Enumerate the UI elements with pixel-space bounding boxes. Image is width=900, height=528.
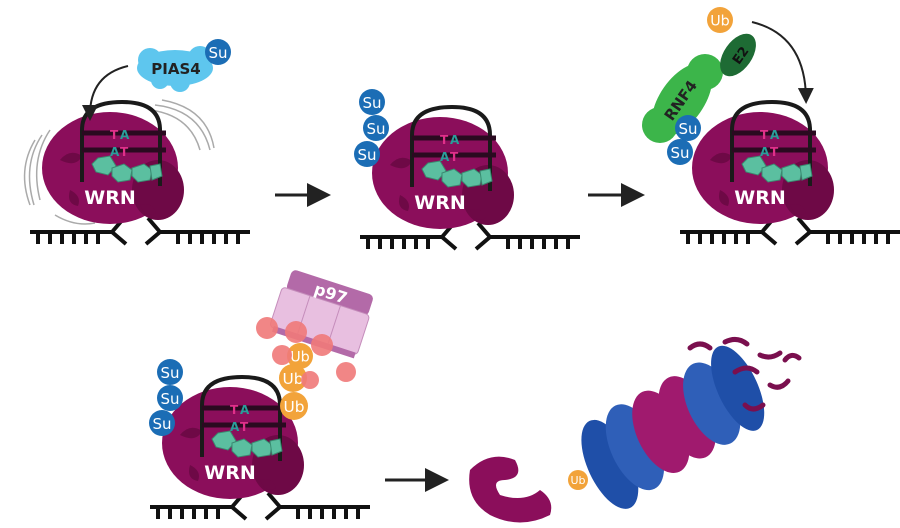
recruit-arrow — [82, 65, 129, 121]
wrn-complex-2: T A A T WRN — [360, 104, 580, 251]
rnf4-cloud — [642, 54, 723, 143]
svg-text:Ub: Ub — [570, 474, 585, 487]
base-a: A — [230, 420, 240, 434]
base-t: T — [440, 133, 449, 147]
sumo: Su — [157, 359, 183, 385]
wrn-complex-1: T A A T WRN — [30, 99, 250, 246]
svg-text:Su: Su — [160, 364, 179, 382]
base-t: T — [450, 150, 459, 164]
sumo: Su — [359, 89, 385, 115]
sumo: Su — [354, 141, 380, 167]
base-t: T — [240, 420, 249, 434]
dna-hairpin — [730, 99, 812, 186]
ubiquitin: Ub — [568, 470, 588, 490]
ubiquitin: Ub — [287, 343, 313, 369]
svg-text:Ub: Ub — [290, 349, 310, 365]
ubiquitin: Ub — [279, 364, 307, 392]
base-a: A — [440, 150, 450, 164]
sumo: Su — [675, 115, 701, 141]
svg-text:Su: Su — [208, 44, 227, 62]
dna-hairpin — [200, 374, 282, 461]
sumo: Su — [667, 139, 693, 165]
helicase-domain — [211, 430, 283, 458]
e2-cloud — [720, 33, 756, 77]
wrn-complex-4: T A A T WRN — [150, 374, 370, 521]
dna-strands — [680, 216, 900, 246]
svg-text:Su: Su — [160, 390, 179, 408]
base-a: A — [450, 133, 460, 147]
wrn-label: WRN — [414, 192, 466, 214]
dna-strands — [150, 491, 370, 521]
dna-strands — [30, 216, 250, 246]
svg-text:Su: Su — [366, 120, 385, 138]
svg-text:Ub: Ub — [282, 370, 303, 388]
svg-text:Su: Su — [152, 415, 171, 433]
helicase-domain — [421, 160, 493, 188]
svg-text:Su: Su — [678, 120, 697, 138]
base-a: A — [240, 403, 250, 417]
base-t: T — [120, 145, 129, 159]
pias4-label: PIAS4 — [151, 60, 200, 78]
sumo: Su — [149, 410, 175, 436]
base-t: T — [770, 145, 779, 159]
helicase-domain — [741, 155, 813, 183]
sumo: Su — [205, 39, 231, 65]
wrn-complex-3: T A A T WRN — [680, 99, 900, 246]
sumo: Su — [157, 385, 183, 411]
base-a: A — [110, 145, 120, 159]
dna-strands — [360, 221, 580, 251]
helicase-domain — [91, 155, 163, 183]
sumo: Su — [363, 115, 389, 141]
svg-text:Su: Su — [670, 144, 689, 162]
base-t: T — [760, 128, 769, 142]
svg-text:Su: Su — [357, 146, 376, 164]
wrn-label: WRN — [84, 187, 136, 209]
svg-text:Su: Su — [362, 94, 381, 112]
base-a: A — [760, 145, 770, 159]
destabilization-lines — [23, 99, 215, 225]
p97-cofactors — [256, 317, 356, 389]
base-t: T — [110, 128, 119, 142]
transfer-arrow — [751, 21, 814, 104]
degraded-wrn-fragment — [469, 456, 552, 523]
wrn-label: WRN — [204, 462, 256, 484]
svg-text:Ub: Ub — [710, 13, 730, 29]
peptide-fragments — [687, 336, 802, 412]
ubiquitin: Ub — [280, 392, 308, 420]
ubiquitin: Ub — [707, 7, 733, 33]
base-a: A — [770, 128, 780, 142]
svg-text:Ub: Ub — [283, 398, 304, 416]
base-t: T — [230, 403, 239, 417]
wrn-label: WRN — [734, 187, 786, 209]
pias4-cloud — [137, 46, 213, 92]
proteasome — [581, 345, 765, 509]
dna-hairpin — [410, 104, 492, 191]
base-a: A — [120, 128, 130, 142]
